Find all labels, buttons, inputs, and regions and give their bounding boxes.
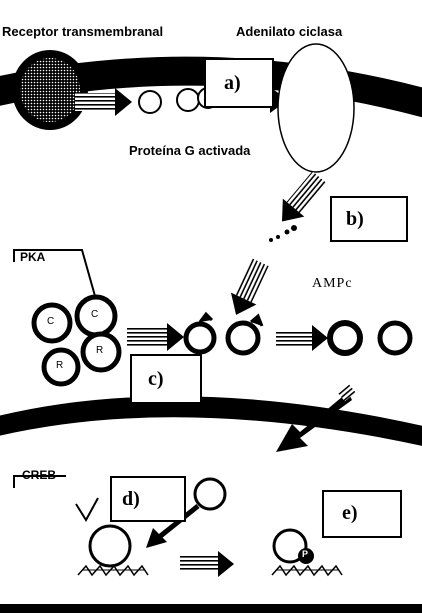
- arrow-cyclase-to-camp: [271, 168, 330, 230]
- label-adenilato: Adenilato ciclasa: [236, 24, 342, 39]
- pka-c-label: C: [91, 309, 98, 320]
- arrow-phosphorylation: [180, 551, 234, 577]
- answer-box-e[interactable]: e): [322, 490, 402, 538]
- label-proteina-g: Proteína G activada: [129, 143, 250, 158]
- label-creb: CREB: [22, 468, 56, 482]
- answer-box-d-label: d): [122, 488, 140, 511]
- adenylate-cyclase: [278, 44, 354, 172]
- gprotein-subunit: [177, 89, 199, 111]
- gprotein-subunit: [139, 91, 161, 113]
- pka-complex: [34, 297, 119, 384]
- pka-c-label: C: [47, 316, 54, 327]
- label-pka: PKA: [20, 250, 45, 264]
- catalytic-subunit-free: [380, 323, 410, 353]
- creb-protein: [90, 526, 130, 566]
- regulatory-subunits-camp: [186, 314, 262, 353]
- answer-box-c-label: c): [148, 368, 164, 391]
- answer-box-b[interactable]: b): [330, 196, 408, 242]
- camp-molecules: [269, 225, 297, 242]
- answer-box-c[interactable]: c): [130, 354, 202, 404]
- arrow-catalytic-release: [276, 325, 328, 351]
- pka-r-label: R: [96, 345, 103, 356]
- creb-pointer: [76, 498, 98, 520]
- arrow-camp-to-pka: [223, 256, 273, 320]
- nuclear-membrane: [0, 396, 422, 448]
- label-ampc: AMPc: [312, 276, 353, 292]
- answer-box-a[interactable]: a): [204, 58, 274, 108]
- catalytic-subunit-free: [330, 323, 360, 353]
- pka-r-label: R: [56, 360, 63, 371]
- arrow-pka-dissociation: [127, 323, 184, 351]
- phosphate-label: P: [302, 549, 308, 559]
- catalytic-subunit-nuclear: [195, 479, 225, 509]
- bottom-bar: [0, 604, 422, 613]
- answer-box-a-label: a): [224, 72, 241, 95]
- answer-box-d[interactable]: d): [110, 476, 186, 522]
- answer-box-e-label: e): [342, 502, 358, 525]
- answer-box-b-label: b): [346, 208, 364, 231]
- label-receptor: Receptor transmembranal: [2, 24, 163, 39]
